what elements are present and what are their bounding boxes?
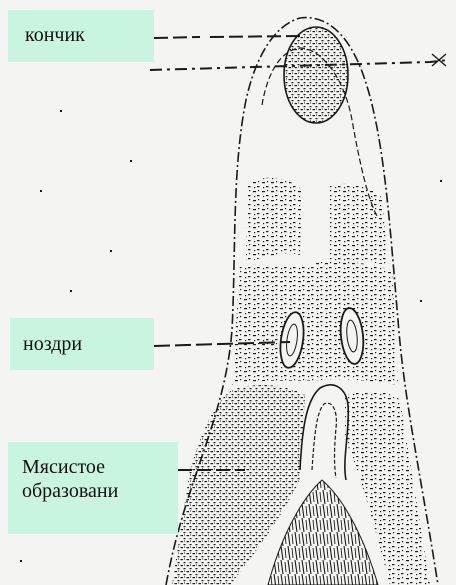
label-fleshy-line2: образовани — [22, 479, 178, 503]
upper-stipple-right — [330, 183, 388, 265]
label-fleshy-formation: Мясистое образовани — [8, 442, 178, 534]
label-nostrils: ноздри — [10, 318, 154, 370]
tip-oval — [284, 27, 348, 123]
leader-line-tip — [154, 36, 300, 38]
label-fleshy-line1: Мясистое — [22, 455, 178, 479]
label-tip: кончик — [8, 10, 154, 62]
fleshy-formation-inner — [312, 403, 336, 478]
fleshy-formation — [300, 385, 348, 480]
upper-stipple-left — [246, 178, 302, 262]
middle-stipple — [232, 261, 398, 385]
